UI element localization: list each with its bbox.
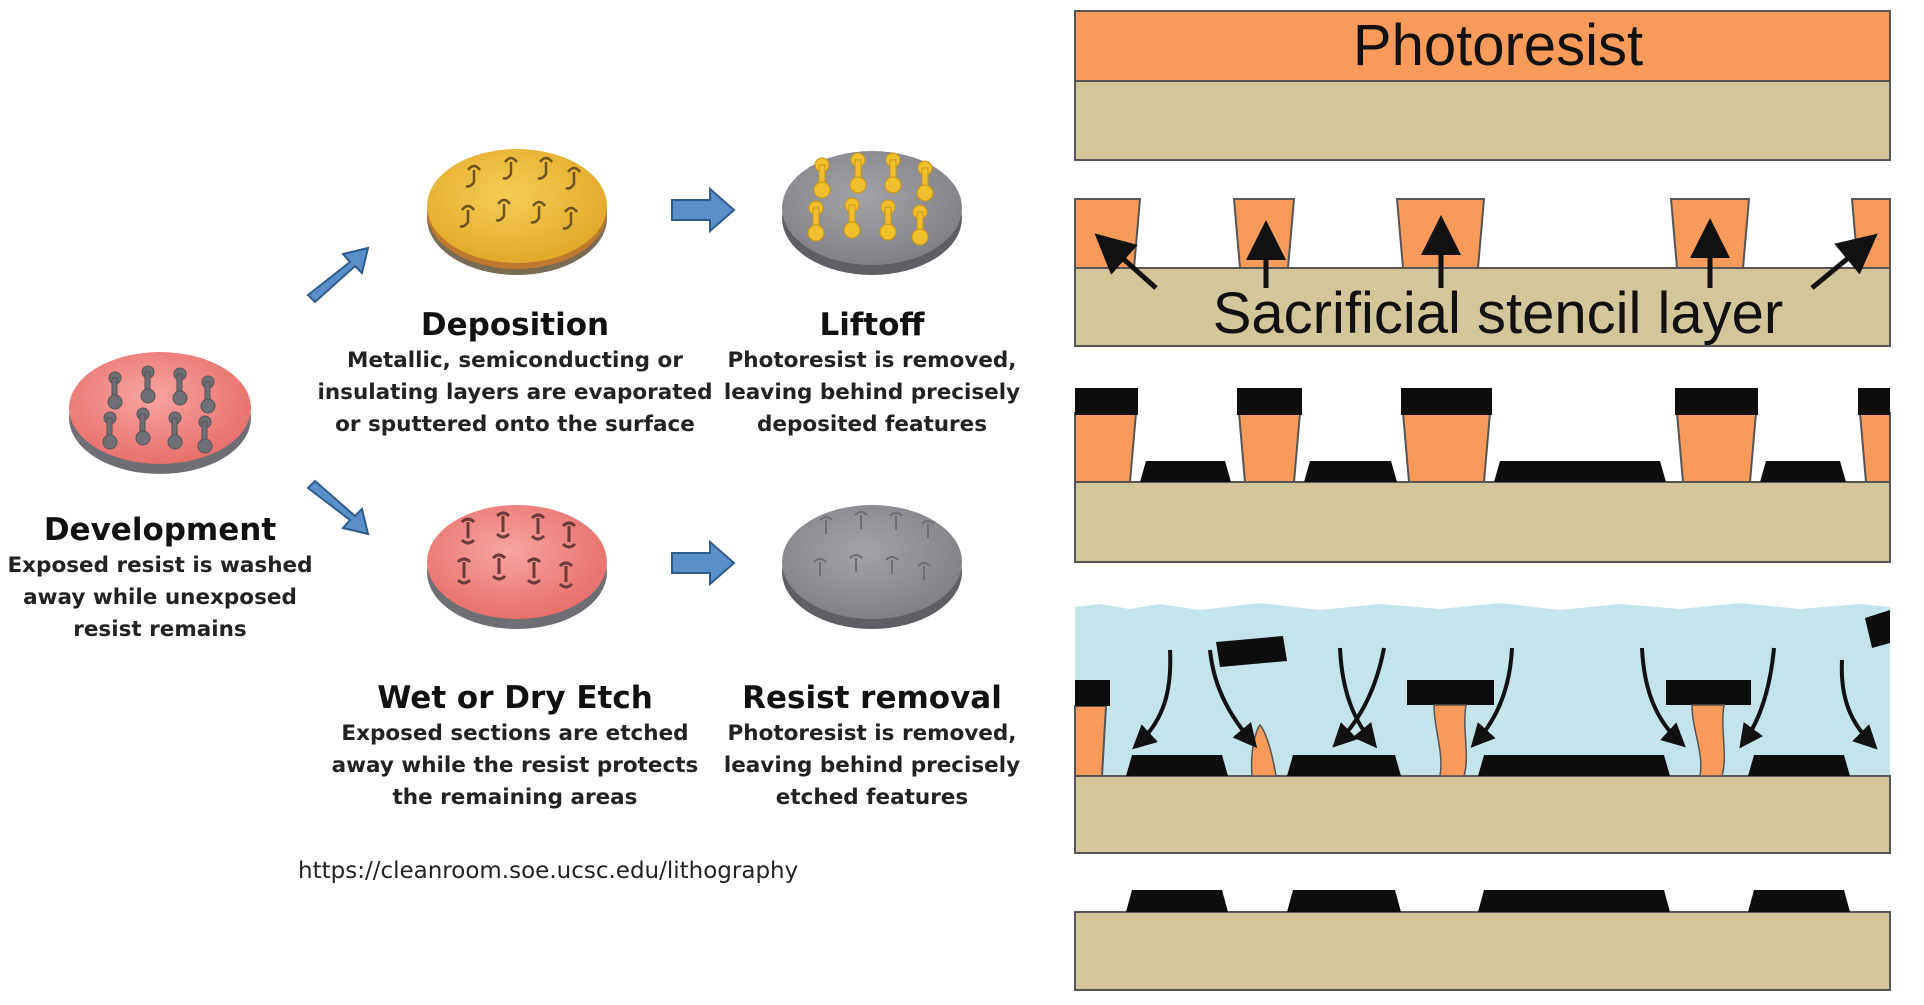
liftoff-desc-line: Photoresist is removed, xyxy=(727,348,1017,373)
removal-desc-line: etched features xyxy=(775,785,969,810)
deposition-desc-line: Metallic, semiconducting or xyxy=(347,348,683,373)
etch-desc-line: the remaining areas xyxy=(392,785,638,810)
deposition-caption: Deposition Metallic, semiconducting or i… xyxy=(310,305,720,441)
deposition-wafer xyxy=(427,149,607,275)
stage-2-patterned: Sacrificial stencil layer xyxy=(1074,198,1891,347)
stage-5-final xyxy=(1074,890,1891,991)
arrow-right-icon xyxy=(671,186,736,234)
development-desc-line: Exposed resist is washed xyxy=(7,553,313,578)
liftoff-wafer xyxy=(782,151,962,275)
stage-1-coated: Photoresist xyxy=(1074,10,1891,161)
sacrificial-stencil-label: Sacrificial stencil layer xyxy=(1213,281,1784,346)
development-desc-line: resist remains xyxy=(73,617,247,642)
stage-3-deposited xyxy=(1074,388,1891,563)
etch-wafer xyxy=(427,505,607,629)
etch-desc-line: away while the resist protects xyxy=(331,753,699,778)
removal-caption: Resist removal Photoresist is removed, l… xyxy=(712,678,1032,814)
etch-desc-line: Exposed sections are etched xyxy=(341,721,689,746)
cross-section-panel: Photoresist Sacrificial stencil layer xyxy=(1060,0,1924,1000)
removal-desc-line: leaving behind precisely xyxy=(723,753,1021,778)
arrow-right-icon xyxy=(671,539,736,587)
arrow-down-right-icon xyxy=(306,479,370,536)
development-wafer xyxy=(69,352,251,474)
process-flow-panel: Development Exposed resist is washed awa… xyxy=(0,149,1032,884)
source-url: https://cleanroom.soe.ucsc.edu/lithograp… xyxy=(298,858,799,884)
deposition-title: Deposition xyxy=(420,307,610,343)
removal-title: Resist removal xyxy=(742,680,1002,716)
photoresist-label: Photoresist xyxy=(1353,13,1643,78)
development-desc-line: away while unexposed xyxy=(23,585,297,610)
deposition-desc-line: or sputtered onto the surface xyxy=(335,412,695,437)
liftoff-desc-line: leaving behind precisely xyxy=(723,380,1021,405)
flow-arrows xyxy=(306,186,736,587)
liftoff-title: Liftoff xyxy=(819,307,925,343)
cross-section-graphics: Photoresist Sacrificial stencil layer xyxy=(1074,10,1891,991)
development-title: Development xyxy=(43,512,277,548)
etch-title: Wet or Dry Etch xyxy=(377,680,653,716)
removal-wafer xyxy=(782,505,962,629)
arrow-up-right-icon xyxy=(306,246,370,304)
process-flow-graphics xyxy=(69,149,962,629)
etch-caption: Wet or Dry Etch Exposed sections are etc… xyxy=(310,678,720,814)
removal-desc-line: Photoresist is removed, xyxy=(727,721,1017,746)
liftoff-desc-line: deposited features xyxy=(756,412,988,437)
deposition-desc-line: insulating layers are evaporated xyxy=(317,380,713,405)
liftoff-caption: Liftoff Photoresist is removed, leaving … xyxy=(712,305,1032,441)
stage-4-solvent-liftoff xyxy=(1074,603,1891,854)
development-caption: Development Exposed resist is washed awa… xyxy=(0,510,320,646)
